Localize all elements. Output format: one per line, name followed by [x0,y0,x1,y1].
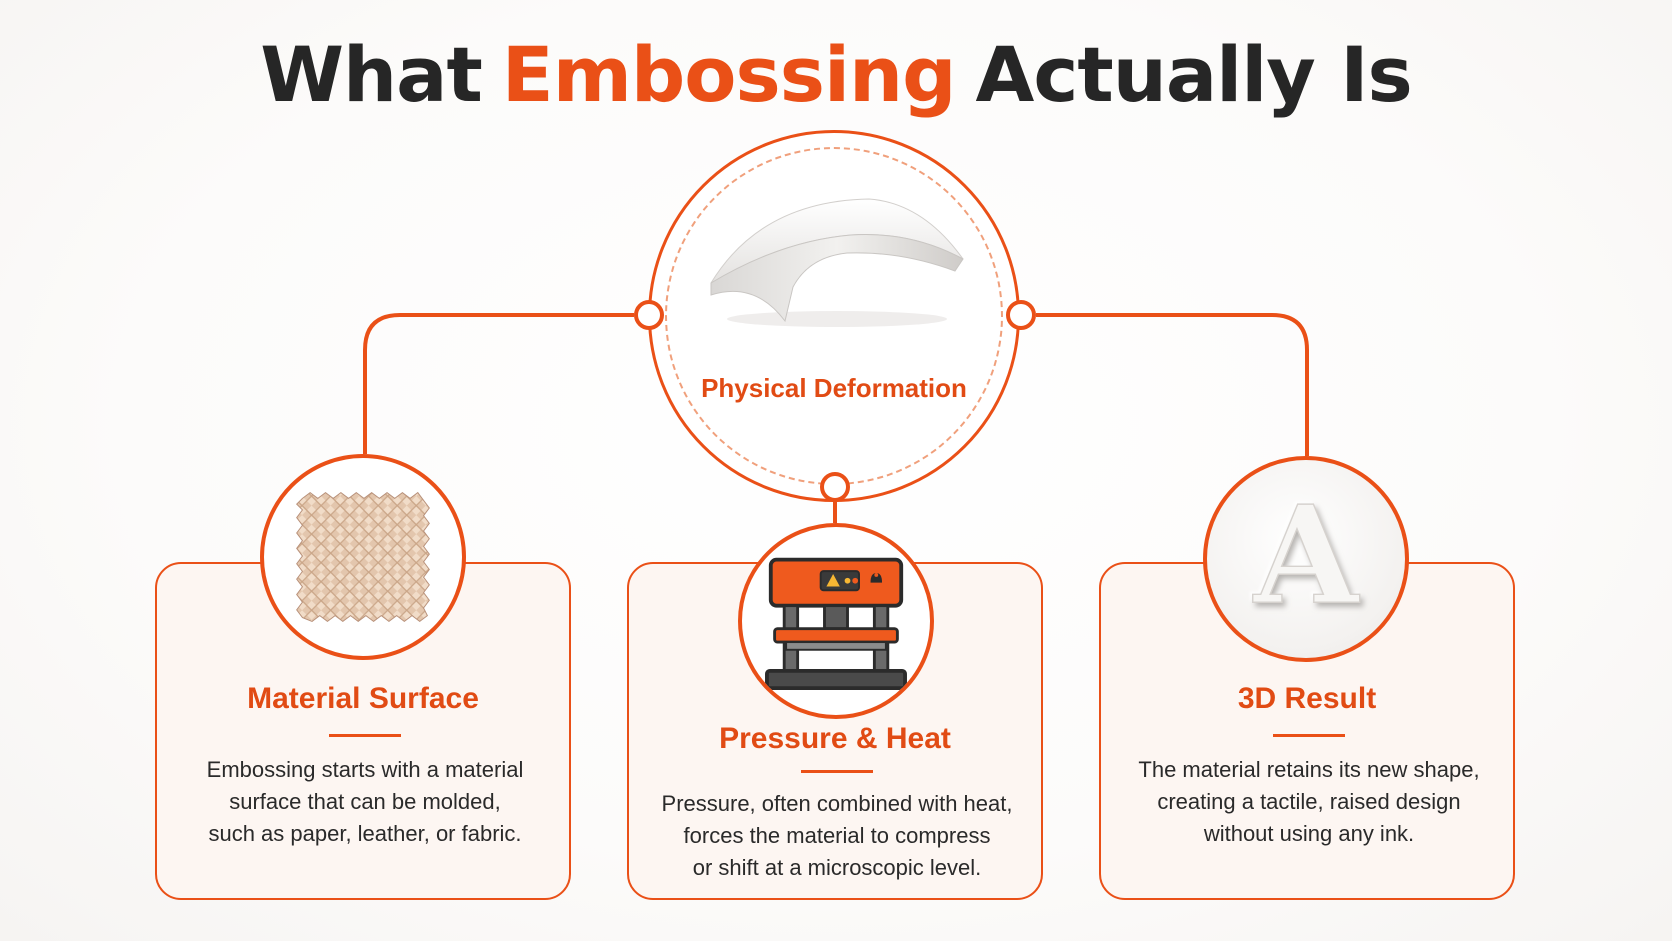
embossed-letter: A [1252,476,1360,634]
card-line: forces the material to compress [683,823,991,848]
embossed-letter-illustration: A [1251,476,1360,635]
card-line: The material retains its new shape, [1138,757,1480,782]
card-title: 3D Result [1237,682,1377,715]
hub-label: Physical Deformation [701,373,967,403]
card-divider [1273,734,1345,737]
card-divider [329,734,401,737]
embossed-letter-icon: A [1203,456,1409,662]
connector-node-bottom [820,472,850,502]
card-description: Pressure, often combined with heat, forc… [649,788,1025,884]
press-machine-icon [738,523,934,719]
connector-node-left [634,300,664,330]
fabric-swatch-icon [260,454,466,660]
card-line: such as paper, leather, or fabric. [208,821,522,846]
fabric-swatch-illustration [295,491,430,622]
sheet-front-surface [710,234,964,323]
card-title: Pressure & Heat [719,722,951,755]
card-title: Material Surface [247,682,479,715]
connector-right [1036,313,1309,456]
card-line: without using any ink. [1203,821,1415,846]
card-description: Embossing starts with a material surface… [177,754,553,850]
connector-node-right [1006,300,1036,330]
card-description: The material retains its new shape, crea… [1121,754,1497,850]
title-word-actually-is: Actually Is [975,30,1413,119]
card-pressure-heat: Pressure & Heat Pressure, often combined… [627,562,1043,900]
title-word-what: What [260,30,483,119]
card-line: Pressure, often combined with heat, [661,791,1013,816]
title-word-embossing: Embossing [501,30,957,119]
card-divider [801,770,873,773]
card-line: surface that can be molded, [229,789,501,814]
connector-left [363,313,634,454]
hub-circle: Physical Deformation [648,130,1020,502]
fabric-swatch-shape [295,491,430,622]
card-line: Embossing starts with a material [206,757,524,782]
card-line: or shift at a microscopic level. [692,855,982,880]
curved-sheet-icon [710,198,964,327]
press-machine-illustration [765,557,907,691]
card-line: creating a tactile, raised design [1157,789,1461,814]
